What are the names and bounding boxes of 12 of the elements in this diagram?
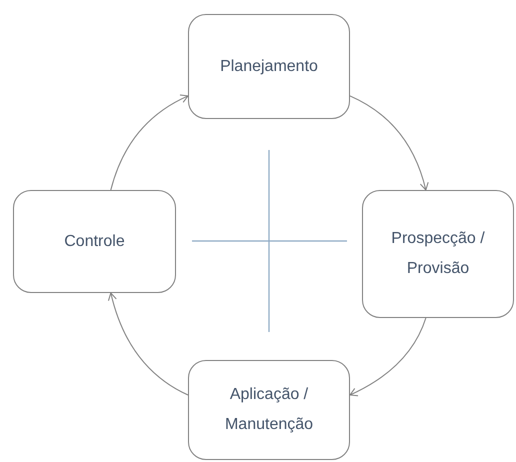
rounded-box (13, 190, 176, 293)
curved-arrow (350, 95, 428, 190)
curved-arrow (110, 94, 188, 190)
node-label: Aplicação / Manutenção (224, 385, 314, 435)
rounded-box (362, 190, 514, 318)
curved-arrow (350, 318, 426, 396)
rounded-box (188, 14, 350, 119)
node-label: Prospecção / Provisão (390, 229, 486, 279)
curved-arrow (108, 292, 188, 396)
rounded-box (188, 360, 350, 460)
node-label: Controle (64, 232, 125, 252)
node-label: Planejamento (220, 56, 318, 76)
